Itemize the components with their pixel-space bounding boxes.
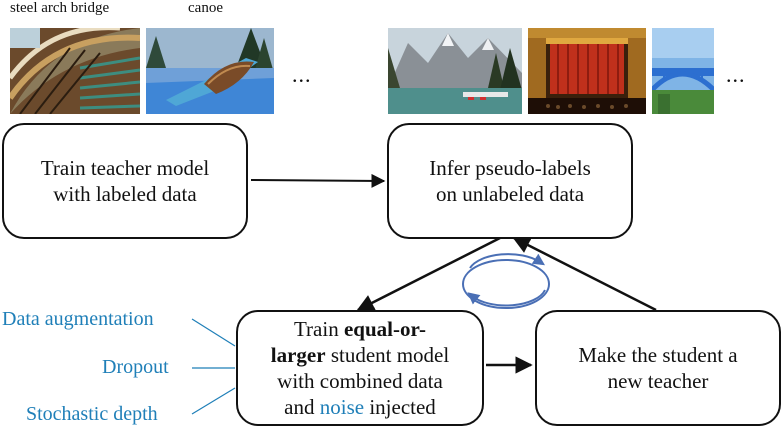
train-student-line4-post: injected xyxy=(364,395,436,420)
noise-data-augmentation: Data augmentation xyxy=(2,308,154,330)
train-student-line3: with combined data xyxy=(277,369,443,393)
train-student-line2-post: student model xyxy=(325,342,450,367)
train-student-line1-bold: equal-or- xyxy=(343,316,427,341)
mountain-lake-image xyxy=(388,28,522,114)
train-student-line4-pre: and xyxy=(284,395,320,420)
make-new-teacher-box: Make the student a new teacher xyxy=(535,310,781,426)
canoe-image xyxy=(146,28,274,114)
noise-stochastic-depth: Stochastic depth xyxy=(26,403,158,425)
train-student-box: Train equal-or- larger student model wit… xyxy=(236,310,484,426)
train-student-line1-pre: Train xyxy=(293,316,344,341)
image-label-canoe: canoe xyxy=(188,0,223,16)
make-teacher-line2: new teacher xyxy=(607,369,709,393)
more-unlabeled-images-ellipsis: ... xyxy=(726,62,746,87)
train-teacher-line1: Train teacher model xyxy=(40,155,210,180)
steel-arch-bridge-image xyxy=(10,28,140,114)
train-teacher-line2: with labeled data xyxy=(53,182,197,206)
noise-word: noise xyxy=(319,395,365,420)
arrow-teacher-to-infer xyxy=(250,173,386,188)
noise-dropout: Dropout xyxy=(102,356,169,378)
image-label-steel-arch-bridge: steel arch bridge xyxy=(10,0,110,16)
train-student-line2-bold: larger xyxy=(270,342,326,367)
arrow-infer-to-student xyxy=(356,236,501,312)
infer-line1: Infer pseudo-labels xyxy=(429,155,591,180)
noise-connector-lines xyxy=(191,318,236,415)
arch-bridge-image xyxy=(652,28,714,114)
make-teacher-line1: Make the student a xyxy=(578,342,738,367)
arrow-new-teacher-to-infer xyxy=(512,236,657,312)
more-labeled-images-ellipsis: ... xyxy=(292,62,312,87)
iteration-cycle-icon xyxy=(462,253,550,309)
infer-pseudo-labels-box: Infer pseudo-labels on unlabeled data xyxy=(387,123,633,239)
theater-stage-image xyxy=(528,28,646,114)
infer-line2: on unlabeled data xyxy=(435,182,585,206)
train-teacher-box: Train teacher model with labeled data xyxy=(2,123,248,239)
